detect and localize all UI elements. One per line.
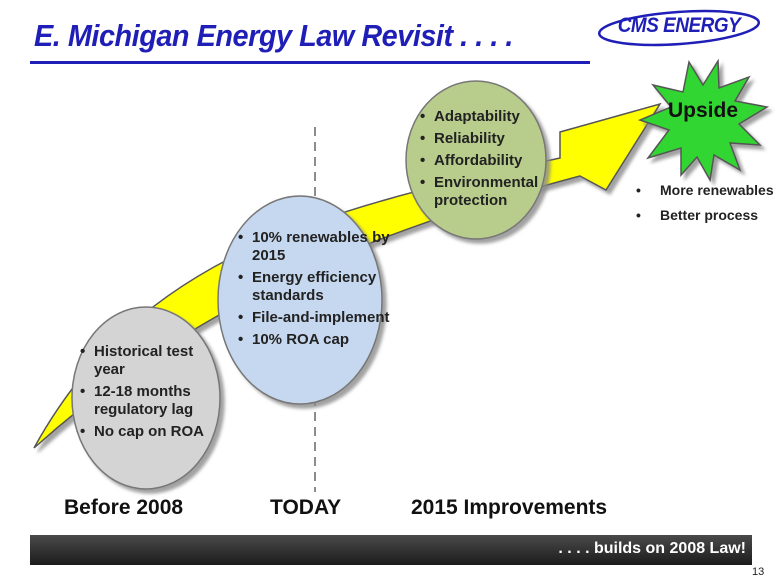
list-item: Energy efficiency standards bbox=[236, 269, 392, 305]
title-underline bbox=[30, 61, 590, 64]
list-item: No cap on ROA bbox=[78, 423, 214, 441]
stage-label-improvements: 2015 Improvements bbox=[411, 496, 608, 519]
upside-label: Upside bbox=[667, 99, 738, 122]
stage-label-today: TODAY bbox=[270, 496, 342, 519]
footer-text: . . . . builds on 2008 Law! bbox=[558, 540, 746, 557]
before-2008-list: Historical test year 12-18 months regula… bbox=[78, 343, 214, 445]
list-item: More renewables bbox=[636, 182, 774, 198]
slide-title: E. Michigan Energy Law Revisit . . . . bbox=[34, 18, 513, 53]
stage-label-before-2008: Before 2008 bbox=[64, 496, 184, 519]
list-item: Historical test year bbox=[78, 343, 214, 379]
list-item: Affordability bbox=[418, 152, 550, 170]
page-number: 13 bbox=[752, 566, 765, 578]
cms-energy-logo: CMS ENERGY bbox=[594, 8, 764, 48]
improvements-list: Adaptability Reliability Affordability E… bbox=[418, 108, 550, 214]
logo-swoosh-icon bbox=[597, 9, 761, 47]
list-item: Adaptability bbox=[418, 108, 550, 126]
list-item: 10% renewables by 2015 bbox=[236, 229, 392, 265]
list-item: 10% ROA cap bbox=[236, 331, 392, 349]
list-item: Environmental protection bbox=[418, 174, 550, 210]
upside-list: More renewables Better process bbox=[636, 182, 774, 232]
list-item: Reliability bbox=[418, 130, 550, 148]
list-item: 12-18 months regulatory lag bbox=[78, 383, 214, 419]
upside-starburst bbox=[637, 58, 770, 183]
today-list: 10% renewables by 2015 Energy efficiency… bbox=[236, 229, 392, 353]
list-item: Better process bbox=[636, 207, 774, 223]
logo-text: CMS ENERGY bbox=[617, 14, 741, 37]
list-item: File-and-implement bbox=[236, 309, 392, 327]
footer-banner: . . . . builds on 2008 Law! bbox=[30, 535, 752, 565]
